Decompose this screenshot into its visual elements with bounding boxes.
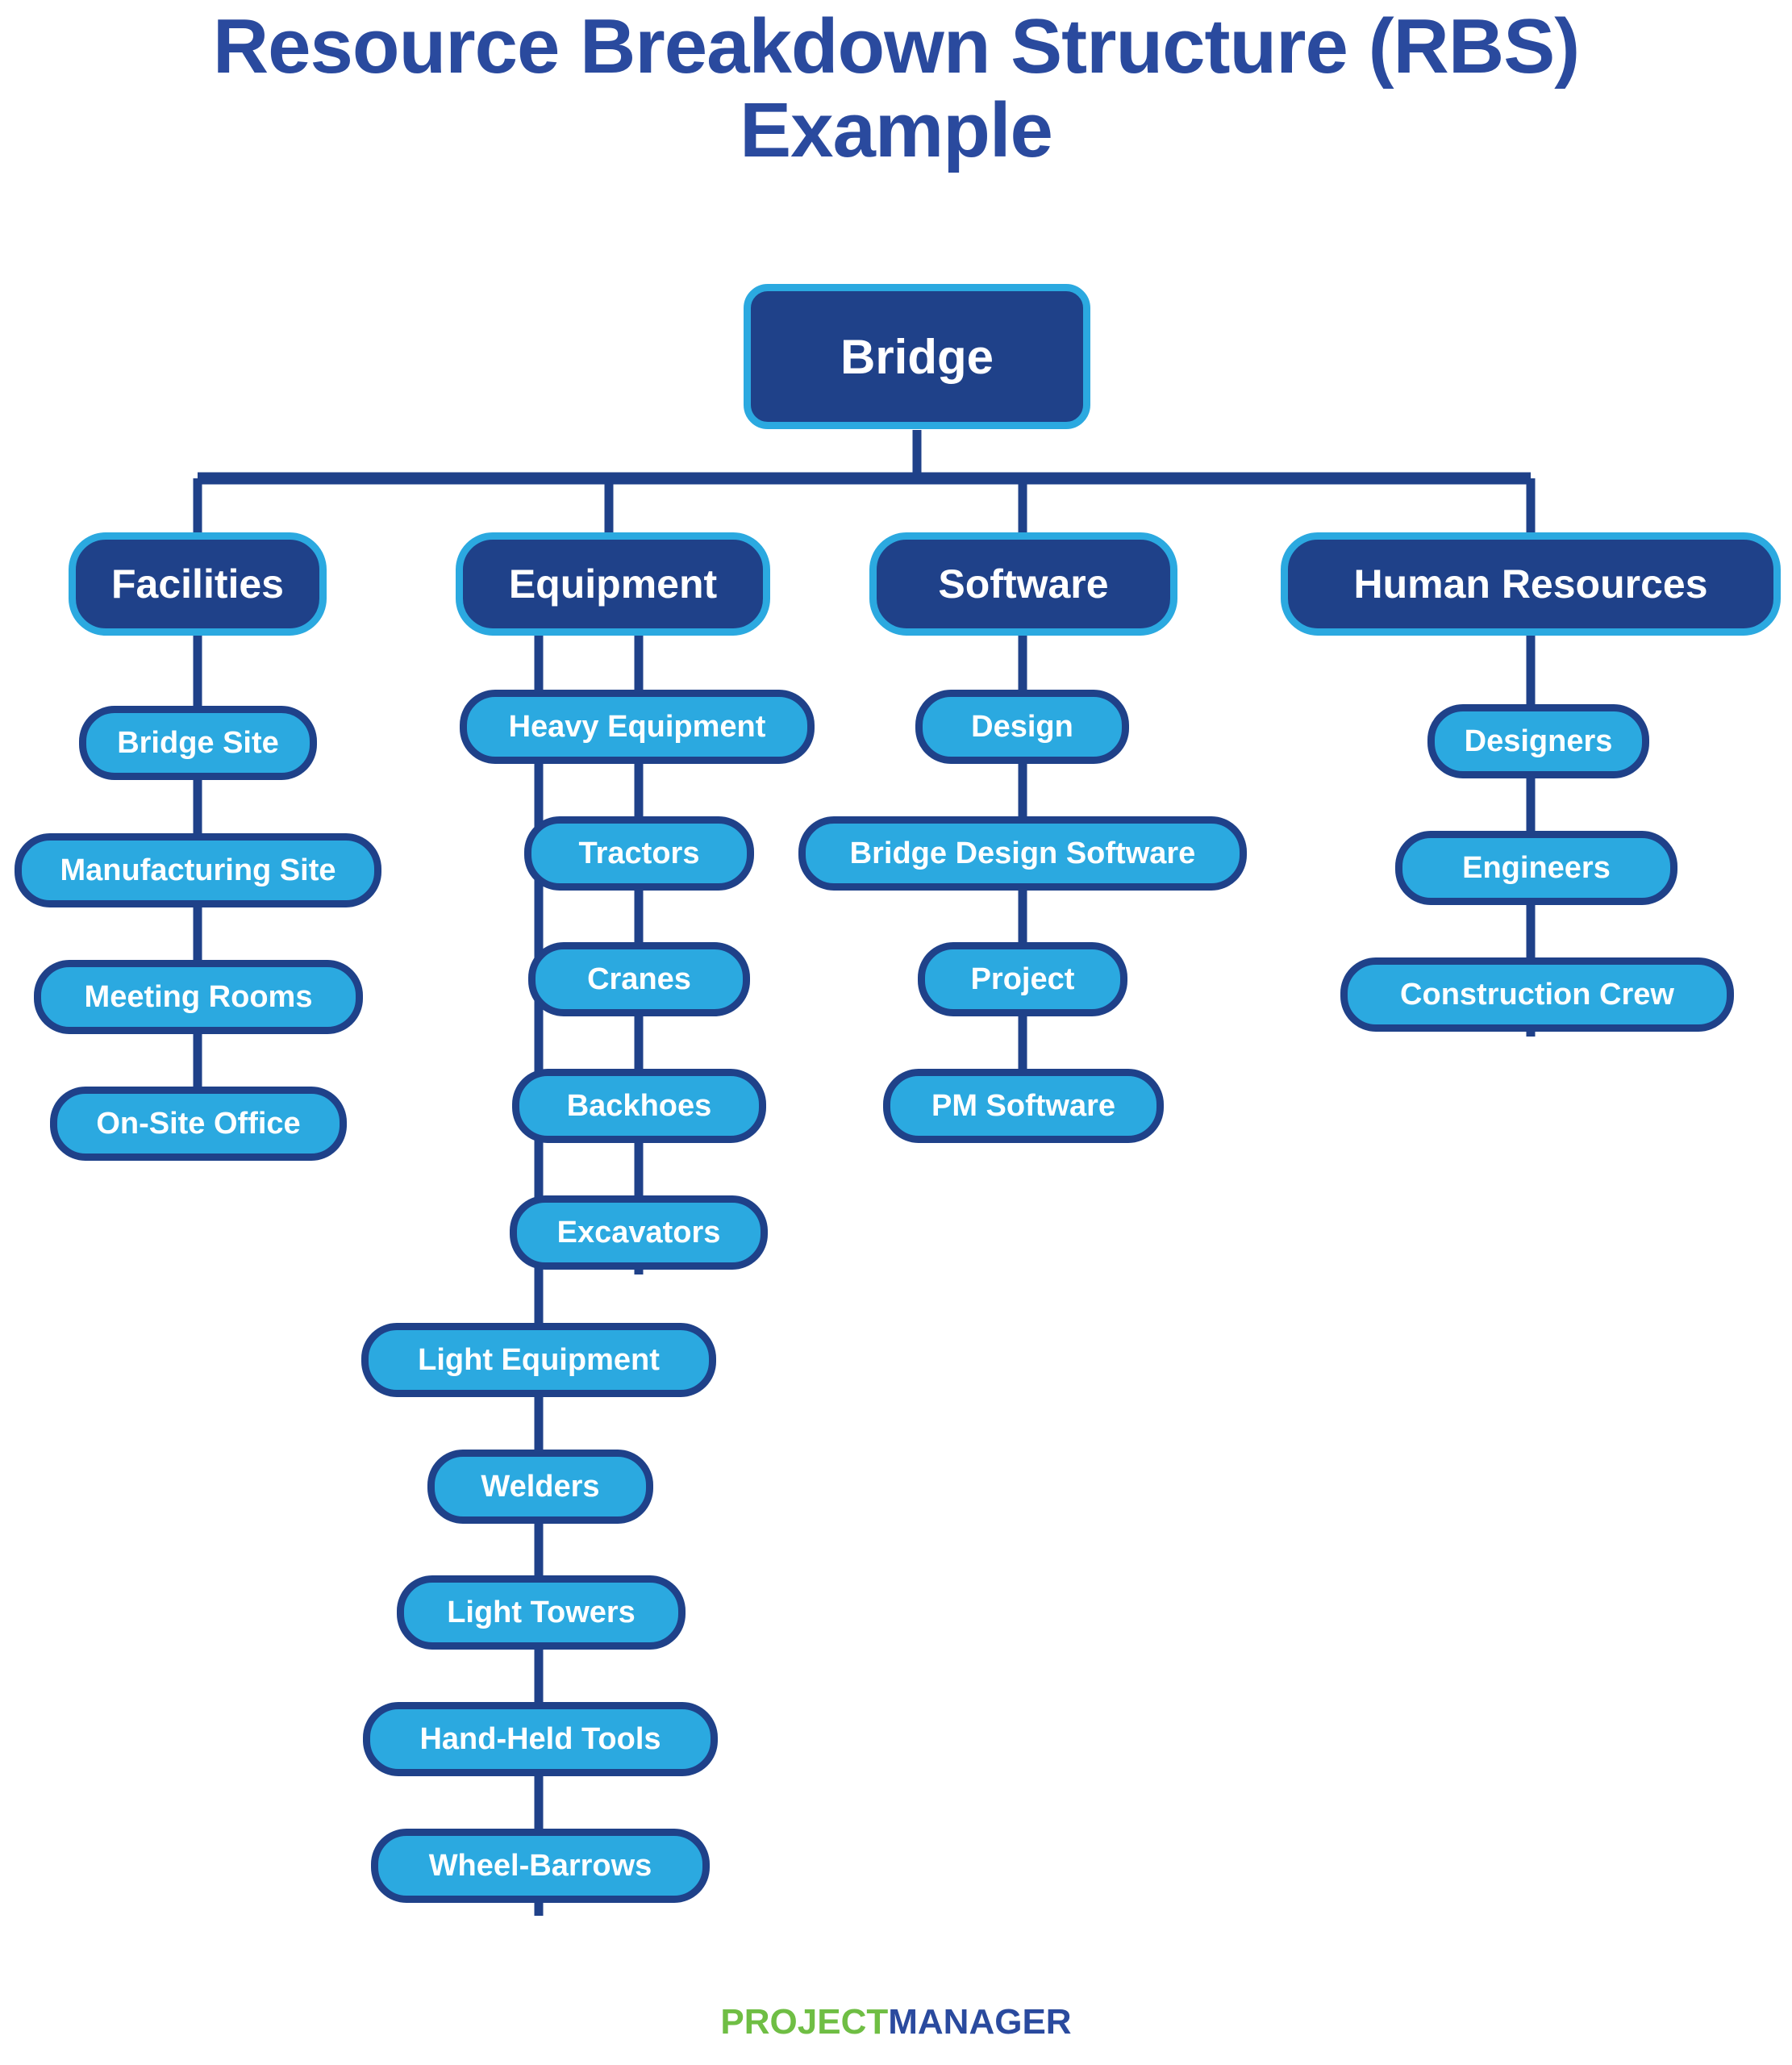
node-backhoes[interactable]: Backhoes: [512, 1069, 766, 1143]
node-bridge-site[interactable]: Bridge Site: [79, 706, 317, 780]
node-bridge-design-software[interactable]: Bridge Design Software: [798, 816, 1247, 891]
node-heavy-equipment[interactable]: Heavy Equipment: [460, 690, 815, 764]
node-bridge[interactable]: Bridge: [744, 284, 1090, 429]
node-human-resources[interactable]: Human Resources: [1281, 532, 1781, 636]
node-facilities[interactable]: Facilities: [69, 532, 327, 636]
node-welders[interactable]: Welders: [427, 1450, 653, 1524]
node-software[interactable]: Software: [869, 532, 1177, 636]
node-light-towers[interactable]: Light Towers: [397, 1575, 686, 1650]
node-on-site-office[interactable]: On-Site Office: [50, 1087, 347, 1161]
node-project[interactable]: Project: [918, 942, 1127, 1016]
node-design[interactable]: Design: [915, 690, 1129, 764]
projectmanager-logo: PROJECTMANAGER: [0, 2002, 1792, 2042]
node-excavators[interactable]: Excavators: [510, 1195, 768, 1270]
node-manufacturing-site[interactable]: Manufacturing Site: [15, 833, 381, 907]
node-designers[interactable]: Designers: [1427, 704, 1649, 778]
node-engineers[interactable]: Engineers: [1395, 831, 1677, 905]
page-title: Resource Breakdown Structure (RBS) Examp…: [212, 3, 1580, 173]
logo-project-text: PROJECT: [720, 2002, 889, 2042]
logo-manager-text: MANAGER: [888, 2002, 1072, 2042]
node-pm-software[interactable]: PM Software: [883, 1069, 1164, 1143]
node-construction-crew[interactable]: Construction Crew: [1340, 957, 1734, 1032]
node-tractors[interactable]: Tractors: [524, 816, 754, 891]
node-wheel-barrows[interactable]: Wheel-Barrows: [371, 1829, 710, 1903]
node-hand-held-tools[interactable]: Hand-Held Tools: [363, 1702, 718, 1776]
node-meeting-rooms[interactable]: Meeting Rooms: [34, 960, 363, 1034]
node-cranes[interactable]: Cranes: [528, 942, 750, 1016]
node-equipment[interactable]: Equipment: [456, 532, 770, 636]
node-light-equipment[interactable]: Light Equipment: [361, 1323, 716, 1397]
